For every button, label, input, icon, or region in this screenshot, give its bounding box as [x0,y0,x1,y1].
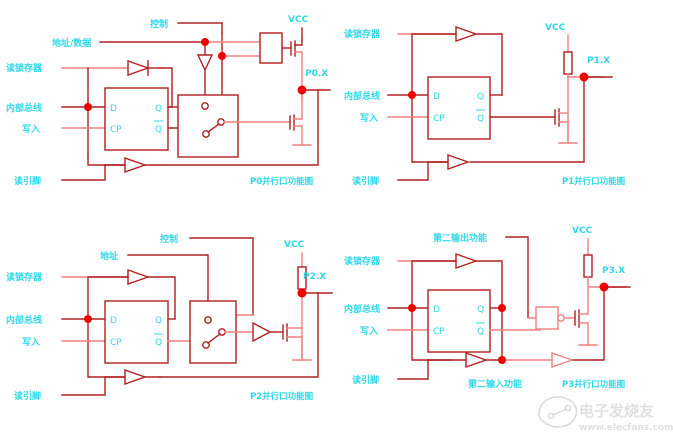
junction-node [84,315,92,323]
junction-node [84,103,92,111]
label-write: 写入 [360,113,378,124]
p0-svg: D CP Q Q [6,15,331,187]
watermark-logo-icon [538,396,578,428]
label-pin-p1x: P1.X [587,56,610,66]
ff-qbar-label: Q [477,327,484,337]
caption-p1: P1并行口功能图 [562,176,625,187]
junction-node [498,304,506,312]
p1-svg: D CP Q Q 读锁存器 内部总线 写入 读引脚 [344,23,625,187]
junction-node [498,356,506,364]
p3-svg: D CP Q Q [344,226,631,390]
label-pin-p0x: P0.X [305,69,328,79]
ff-qbar-label: Q [477,114,484,124]
junction-node [297,85,307,95]
label-vcc: VCC [572,226,593,236]
ff-qbar-label: Q [155,125,162,135]
junction-node [408,91,416,99]
ff-d-label: D [433,92,440,102]
label-read-pin: 读引脚 [352,175,379,187]
junction-node [579,72,589,82]
label-internal-bus: 内部总线 [6,314,42,326]
ff-qbar-label: Q [155,338,162,348]
p2-svg: D CP Q Q [6,233,333,402]
watermark-url: www.elecfans.com [579,423,673,433]
label-read-latch: 读锁存器 [6,62,43,74]
junction-node [297,288,307,298]
label-vcc: VCC [545,23,566,33]
watermark-brand: 电子发烧友 [579,402,654,420]
label-write: 写入 [360,326,378,337]
label-internal-bus: 内部总线 [344,90,380,102]
label-read-latch: 读锁存器 [6,271,43,283]
label-read-pin: 读引脚 [352,374,379,386]
label-internal-bus: 内部总线 [344,303,380,315]
junction-node [599,282,609,292]
ff-q-label: Q [155,316,162,326]
label-second-output: 第二输出功能 [433,232,487,244]
label-control: 控制 [150,18,168,30]
label-read-latch: 读锁存器 [344,28,381,40]
label-address: 地址 [100,250,118,262]
ff-q-label: Q [477,92,484,102]
ff-cp-label: CP [110,125,122,135]
ff-d-label: D [110,316,117,326]
label-internal-bus: 内部总线 [6,102,42,114]
caption-p2: P2并行口功能图 [250,391,313,402]
ff-d-label: D [110,104,117,114]
junction-node [218,52,226,60]
label-pin-p2x: P2.X [303,272,326,282]
diagram-p1: D CP Q Q 读锁存器 内部总线 写入 读引脚 [340,0,673,215]
diagram-p2: D CP Q Q [0,215,340,438]
label-address-data: 地址/数据 [52,37,91,49]
label-read-latch: 读锁存器 [344,255,381,267]
junction-node [201,38,209,46]
watermark: 电子发烧友 www.elecfans.com [535,390,673,438]
label-vcc: VCC [288,15,309,25]
watermark-svg: 电子发烧友 www.elecfans.com [538,396,673,433]
diagram-p3: D CP Q Q [340,215,673,438]
label-pin-p3x: P3.X [602,266,625,276]
label-read-pin: 读引脚 [14,175,41,187]
label-read-pin: 读引脚 [14,390,41,402]
ff-q-label: Q [477,305,484,315]
junction-node [408,304,416,312]
ff-cp-label: CP [433,114,445,124]
ff-cp-label: CP [110,338,122,348]
label-write: 写入 [22,124,40,135]
label-write: 写入 [22,337,40,348]
ff-d-label: D [433,305,440,315]
label-vcc: VCC [284,240,305,250]
label-control: 控制 [160,233,178,245]
label-second-input: 第二输入功能 [468,378,522,390]
caption-p0: P0并行口功能图 [250,176,313,187]
ff-q-label: Q [155,104,162,114]
caption-p3: P3并行口功能图 [562,379,625,390]
ff-cp-label: CP [433,327,445,337]
diagram-p0: D CP Q Q [0,0,340,215]
